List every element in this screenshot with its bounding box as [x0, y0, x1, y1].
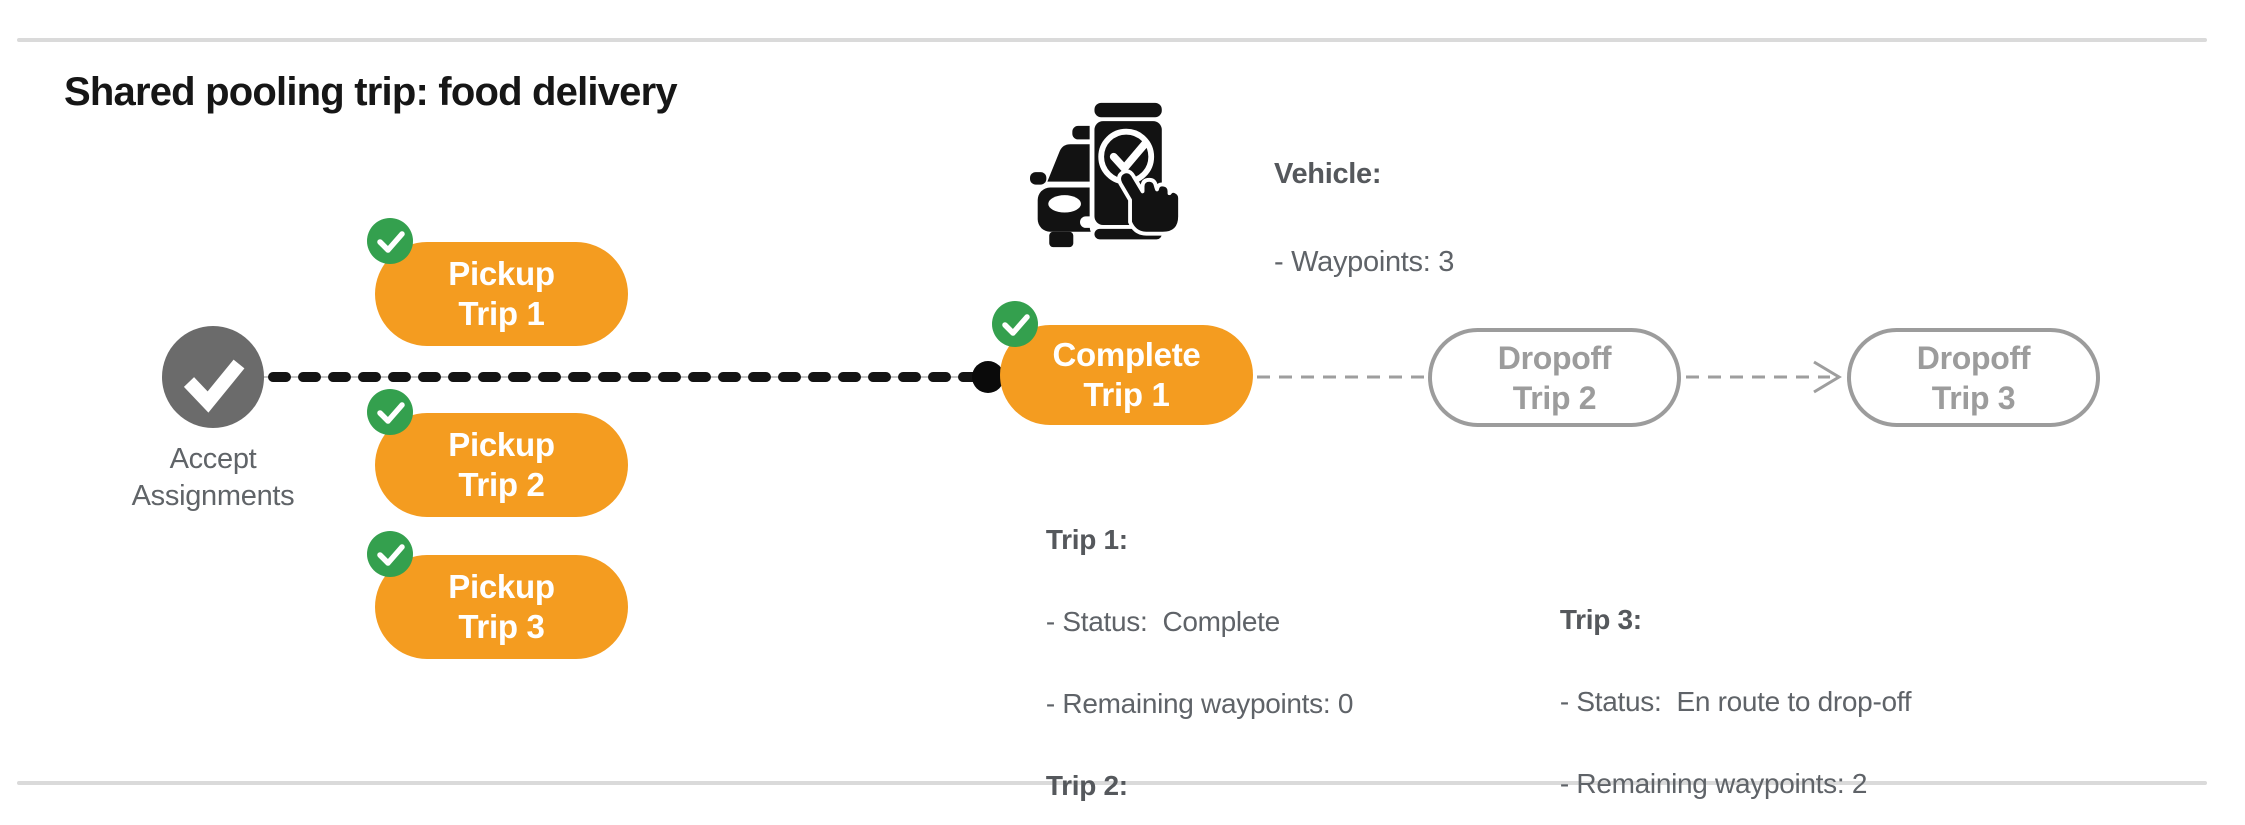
completed-check-icon: [367, 389, 413, 435]
accept-label-line1: Accept: [169, 443, 257, 475]
node-pickup-trip-1: Pickup Trip 1: [367, 218, 628, 346]
pill-label-line1: Pickup: [448, 426, 555, 463]
pill-label-line2: Trip 1: [458, 295, 545, 332]
pill-label-line2: Trip 2: [1512, 379, 1597, 416]
node-pickup-trip-2: Pickup Trip 2: [367, 389, 628, 517]
pill-label-line1: Dropoff: [1916, 339, 2031, 376]
vehicle-waypoints: - Waypoints: 3: [1274, 246, 1455, 278]
completed-check-icon: [992, 301, 1038, 347]
vehicle-label: Vehicle:: [1274, 158, 1382, 190]
vehicle-info: Vehicle: - Waypoints: 3: [1243, 108, 1454, 328]
accept-assignments-label: Accept Assignments: [63, 441, 363, 515]
trip-3-waypoints: - Remaining waypoints: 2: [1559, 768, 1868, 799]
pill-label-line1: Complete: [1052, 336, 1201, 373]
top-divider: [17, 38, 2207, 42]
completed-check-icon: [367, 218, 413, 264]
accept-label-line2: Assignments: [131, 480, 295, 512]
trip-1-title: Trip 1:: [1045, 524, 1128, 555]
trip-3-status-block: Trip 3: - Status: En route to drop-off -…: [1530, 558, 1912, 825]
node-dropoff-trip-2: Dropoff Trip 2: [1428, 328, 1681, 427]
check-icon: [183, 359, 245, 413]
trip-1-status: - Status: Complete: [1045, 606, 1280, 637]
node-complete-trip-1: Complete Trip 1: [992, 301, 1253, 425]
pill-label-line1: Pickup: [448, 568, 555, 605]
pill-label-line2: Trip 3: [1931, 379, 2016, 416]
pill-label-line2: Trip 3: [458, 608, 545, 645]
arrowhead-icon: [1813, 360, 1842, 394]
bottom-divider: [17, 781, 2207, 785]
vehicle-phone-check-icon: [1030, 98, 1182, 248]
accept-assignments-node: [162, 326, 264, 428]
trip-3-title: Trip 3:: [1559, 604, 1642, 635]
trip-2-title: Trip 2:: [1045, 770, 1128, 801]
completed-check-icon: [367, 531, 413, 577]
node-dropoff-trip-3: Dropoff Trip 3: [1847, 328, 2100, 427]
pill-label-line1: Pickup: [448, 255, 555, 292]
pill-label-line2: Trip 1: [1083, 376, 1170, 413]
node-pickup-trip-3: Pickup Trip 3: [367, 531, 628, 659]
trip-1-waypoints: - Remaining waypoints: 0: [1045, 688, 1354, 719]
trip-1-2-status-block: Trip 1: - Status: Complete - Remaining w…: [1016, 478, 1397, 825]
pill-label-line1: Dropoff: [1497, 339, 1612, 376]
trip-3-status: - Status: En route to drop-off: [1559, 686, 1912, 717]
page-title: Shared pooling trip: food delivery: [64, 70, 678, 114]
pill-label-line2: Trip 2: [458, 466, 545, 503]
